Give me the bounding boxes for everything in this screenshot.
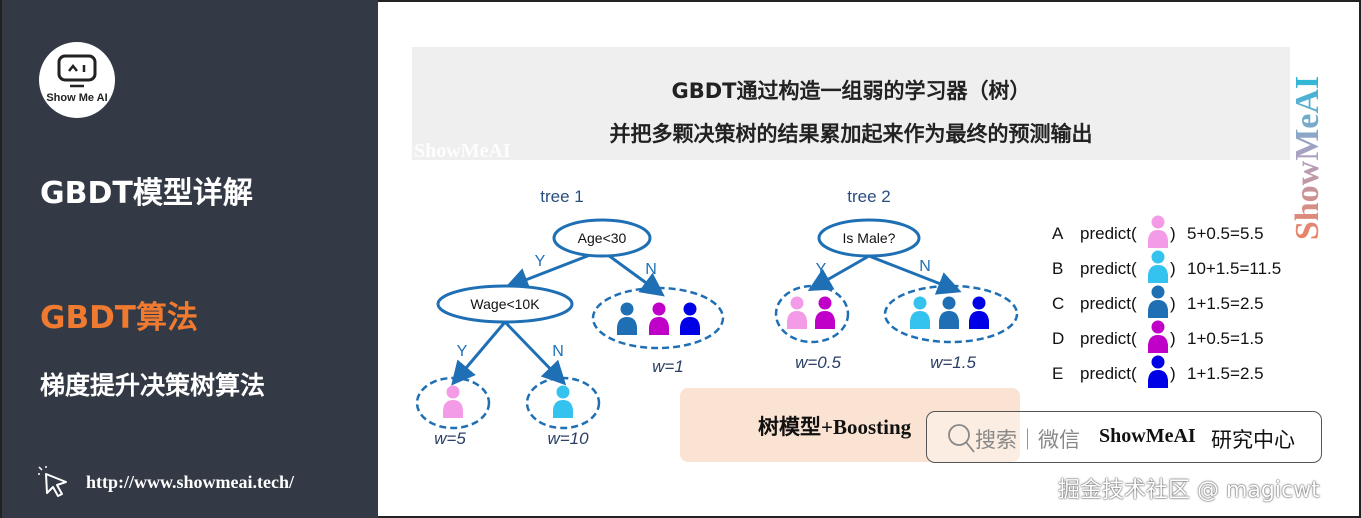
person-c-icon	[939, 296, 959, 329]
banner-line-1: GBDT通过构造一组弱的学习器（树）	[671, 79, 1031, 103]
prediction-close: )	[1170, 329, 1176, 348]
prediction-id: A	[1052, 224, 1064, 243]
slide-content	[378, 0, 1361, 518]
prediction-result: 5+0.5=5.5	[1187, 224, 1264, 243]
edge-male-no	[868, 254, 962, 295]
showmeai-logo[interactable]: Show Me AI	[39, 42, 115, 118]
edge-wage-yes	[451, 321, 507, 386]
summary-banner: GBDT通过构造一组弱的学习器（树） 并把多颗决策树的结果累加起来作为最终的预测…	[412, 47, 1290, 160]
prediction-id: D	[1052, 329, 1065, 348]
prediction-result: 1+1.5=2.5	[1187, 364, 1264, 383]
tree1-inner-yes: Y	[457, 343, 468, 360]
prediction-fn: predict(	[1080, 224, 1137, 243]
node-male-label: Is Male?	[843, 230, 896, 246]
person-shape	[1148, 285, 1168, 318]
prediction-fn: predict(	[1080, 294, 1137, 313]
person-e-icon	[680, 302, 700, 335]
person-b-icon	[1148, 250, 1168, 283]
person-c-icon	[617, 302, 637, 335]
node-wage-label: Wage<10K	[470, 296, 540, 312]
tree2-yes: Y	[816, 261, 827, 278]
edge-wage-no	[503, 320, 567, 386]
prediction-close: )	[1170, 364, 1176, 383]
edge-male-yes	[807, 254, 870, 291]
leaf-w5-label: w=5	[434, 429, 466, 448]
person-c-icon	[1148, 285, 1168, 318]
tree1-inner-no: N	[552, 343, 564, 360]
leaf-w15-label: w=1.5	[930, 353, 976, 372]
prediction-id: C	[1052, 294, 1065, 313]
person-a-icon	[1148, 215, 1168, 248]
sidebar: Show Me AI GBDT模型详解 GBDT算法 梯度提升决策树算法 htt…	[0, 0, 378, 518]
search-hint: 搜索｜微信	[975, 428, 1080, 452]
leaf-w1-label: w=1	[652, 357, 684, 376]
tree2-label: tree 2	[847, 187, 890, 206]
leaf-w5	[415, 376, 491, 430]
person-shape	[1148, 355, 1168, 388]
leaf-w10-label: w=10	[547, 429, 589, 448]
prediction-fn: predict(	[1080, 329, 1137, 348]
robot-monitor-icon	[57, 54, 97, 88]
tree1-yes: Y	[535, 253, 546, 270]
node-male	[817, 218, 921, 258]
subsection-title: 梯度提升决策树算法	[40, 371, 266, 400]
boosting-label: 树模型+Boosting	[758, 415, 912, 439]
prediction-id: B	[1052, 259, 1064, 278]
tree2-no: N	[919, 258, 931, 275]
leaf-w15	[883, 284, 1019, 344]
tree1-no: N	[645, 261, 657, 278]
edge-age-yes	[504, 253, 591, 291]
person-a-icon	[787, 296, 807, 329]
prediction-result: 10+1.5=11.5	[1187, 259, 1282, 278]
person-a-icon	[443, 385, 463, 418]
node-age	[552, 218, 652, 258]
cursor-click-icon	[38, 466, 67, 497]
person-b-icon	[910, 296, 930, 329]
banner-line-2: 并把多颗决策树的结果累加起来作为最终的预测输出	[609, 122, 1093, 146]
page-title: GBDT模型详解	[40, 176, 253, 211]
prediction-id: E	[1052, 364, 1064, 383]
edge-age-no	[607, 253, 665, 297]
person-shape	[1148, 320, 1168, 353]
prediction-close: )	[1170, 224, 1176, 243]
search-brand-suffix: 研究中心	[1211, 428, 1295, 452]
prediction-fn: predict(	[1080, 259, 1137, 278]
person-shape	[1148, 250, 1168, 283]
person-d-icon	[649, 302, 669, 335]
person-shape	[1148, 215, 1168, 248]
logo-text: Show Me AI	[46, 92, 108, 104]
person-e-icon	[969, 296, 989, 329]
prediction-result: 1+0.5=1.5	[1187, 329, 1264, 348]
node-age-label: Age<30	[578, 230, 627, 246]
leaf-w05	[774, 284, 850, 344]
leaf-w05-label: w=0.5	[795, 353, 841, 372]
prediction-close: )	[1170, 294, 1176, 313]
section-title: GBDT算法	[40, 300, 198, 336]
search-icon	[948, 424, 975, 453]
person-b-icon	[553, 385, 573, 418]
tree1-label: tree 1	[540, 187, 583, 206]
watermark: ShowMeAI	[414, 140, 511, 162]
credit-watermark: 掘金技术社区 @ magicwt	[1058, 478, 1320, 503]
prediction-close: )	[1170, 259, 1176, 278]
wechat-search-box[interactable]: 搜索｜微信 ShowMeAI 研究中心	[926, 411, 1322, 463]
prediction-fn: predict(	[1080, 364, 1137, 383]
prediction-result: 1+1.5=2.5	[1187, 294, 1264, 313]
search-brand: ShowMeAI	[1099, 425, 1196, 447]
leaf-w10	[525, 376, 601, 430]
person-e-icon	[1148, 355, 1168, 388]
node-wage	[436, 284, 574, 324]
person-d-icon	[815, 296, 835, 329]
person-d-icon	[1148, 320, 1168, 353]
website-link[interactable]: http://www.showmeai.tech/	[86, 472, 294, 492]
leaf-w1	[591, 286, 725, 350]
